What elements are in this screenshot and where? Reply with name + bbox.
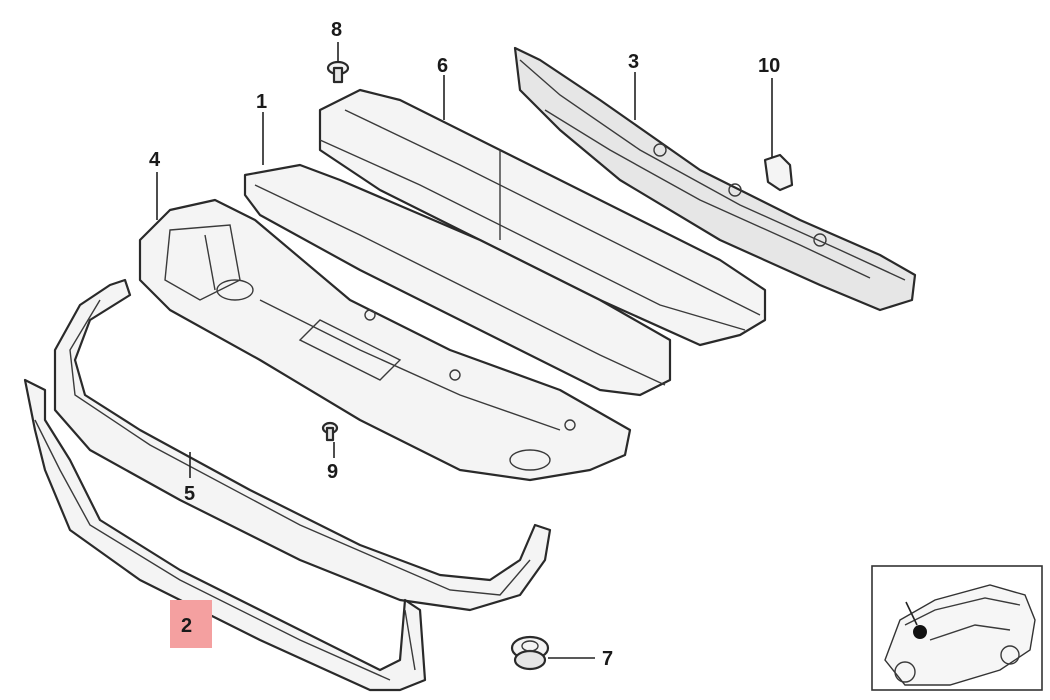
leader-lines xyxy=(156,42,773,659)
callout-2: 2 xyxy=(181,615,192,637)
callout-5: 5 xyxy=(184,483,195,505)
part-9-screw xyxy=(321,421,339,442)
callout-8: 8 xyxy=(331,19,342,41)
part-10-clip xyxy=(763,153,794,192)
callout-10: 10 xyxy=(758,55,780,77)
locator-dot xyxy=(913,625,927,639)
part-6-trough-panel xyxy=(318,88,767,347)
part-5-curved-seal xyxy=(53,278,552,612)
part-1-seal-strip xyxy=(243,163,672,397)
callout-7: 7 xyxy=(602,648,613,670)
part-8-screw xyxy=(326,60,350,84)
vehicle-locator-inset xyxy=(871,565,1043,691)
callout-6: 6 xyxy=(437,55,448,77)
part-2-lower-strip xyxy=(23,378,427,692)
part-7-grommet xyxy=(510,635,550,671)
callout-9: 9 xyxy=(327,461,338,483)
highlight-box xyxy=(170,600,212,648)
callout-4: 4 xyxy=(149,149,161,171)
part-4-underbody-tray xyxy=(138,198,632,482)
part-3-bracket-strip xyxy=(513,46,917,312)
callout-1: 1 xyxy=(256,91,267,113)
callout-3: 3 xyxy=(628,51,639,73)
